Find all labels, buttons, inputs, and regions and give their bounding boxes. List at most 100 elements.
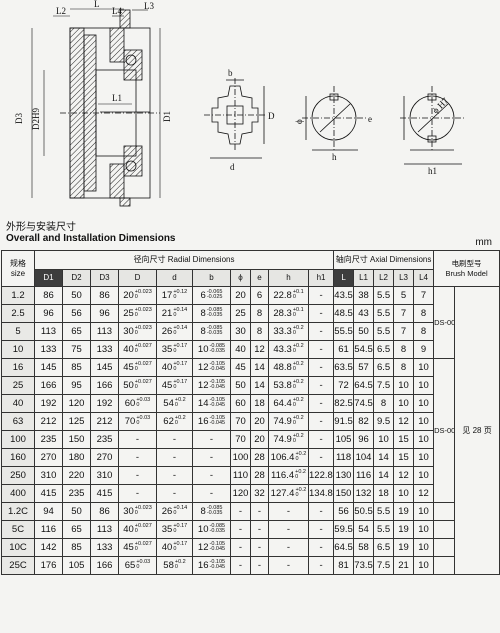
cell-value: - xyxy=(172,469,177,481)
value-cell: - xyxy=(156,430,193,449)
tolerance: -0.105-0.045 xyxy=(209,558,226,571)
size-cell: 5C xyxy=(1,520,35,539)
cell-value: - xyxy=(286,523,291,535)
value-cell: 5.5 xyxy=(373,322,395,341)
cell-value: 56 xyxy=(338,505,349,517)
cell-value: 212 xyxy=(40,415,57,427)
cell-value: - xyxy=(135,451,140,463)
value-cell: 270 xyxy=(90,448,119,467)
cell-value: 310 xyxy=(96,469,113,481)
value-cell: 235 xyxy=(34,430,63,449)
value-cell: 70 xyxy=(230,412,251,431)
cell-value: 235 xyxy=(68,487,85,499)
cell-value: 54 xyxy=(163,398,174,409)
value-cell: 415 xyxy=(90,484,119,503)
value-cell: 6.5 xyxy=(373,340,395,359)
cell-value: 8 xyxy=(420,307,427,319)
cell-value: - xyxy=(209,451,214,463)
cell-value: 96 xyxy=(358,433,369,445)
value-cell: 82.5 xyxy=(333,394,355,413)
value-cell: 125 xyxy=(62,412,91,431)
tolerance: -0.105-0.045 xyxy=(209,414,226,427)
cell-value: 192 xyxy=(40,397,57,409)
cell-value: 10C xyxy=(9,541,27,553)
value-cell: 113 xyxy=(34,322,63,341)
cell-value: 28 xyxy=(254,469,265,481)
value-cell: 105 xyxy=(333,430,355,449)
cell-value: - xyxy=(319,541,323,553)
cell-value: 20 xyxy=(123,290,134,301)
cell-value: 73.5 xyxy=(354,559,373,571)
cell-value: - xyxy=(238,523,243,535)
value-cell: 8 xyxy=(373,394,395,413)
value-cell: 310 xyxy=(34,466,63,485)
cell-value: 12 xyxy=(197,542,209,553)
cell-value: 2.5 xyxy=(11,307,25,319)
value-cell: - xyxy=(118,448,157,467)
cell-value: 415 xyxy=(40,487,57,499)
cell-value: - xyxy=(135,469,140,481)
value-cell: - xyxy=(156,484,193,503)
value-cell: 12 xyxy=(250,340,269,359)
size-cell: 160 xyxy=(1,448,35,467)
cell-value: - xyxy=(257,523,262,535)
tolerance: -0.085-0.035 xyxy=(206,306,223,319)
value-cell: 28 xyxy=(250,466,269,485)
dim-label-L3: L3 xyxy=(144,1,154,11)
value-cell: 8 xyxy=(393,358,415,377)
cell-value: 10 xyxy=(378,433,389,445)
value-cell: 7.5 xyxy=(373,376,395,395)
cell-value: 5.5 xyxy=(376,307,391,319)
cell-value: 35 xyxy=(161,344,173,355)
size-cell: 400 xyxy=(1,484,35,503)
value-cell: 6.5 xyxy=(373,538,395,557)
cell-value: 74.5 xyxy=(354,397,373,409)
size-cell: 40 xyxy=(1,394,35,413)
cell-value: 14 xyxy=(254,361,265,373)
cell-value: 145 xyxy=(96,361,113,373)
cell-value: - xyxy=(319,433,323,445)
cell-value: 113 xyxy=(96,325,113,337)
cell-value: 10 xyxy=(398,487,409,499)
cell-value: - xyxy=(257,559,262,571)
value-cell: 65 xyxy=(62,322,91,341)
cell-value: - xyxy=(238,559,243,571)
cell-value: - xyxy=(319,307,323,319)
value-cell: 10 xyxy=(413,502,435,521)
cell-value: 32 xyxy=(254,487,265,499)
cell-value: 10 xyxy=(418,469,429,481)
cell-value: 94 xyxy=(43,505,54,517)
col-header-4: d xyxy=(156,269,193,287)
cell-value: 20 xyxy=(235,289,246,301)
value-cell: 82 xyxy=(353,412,375,431)
cell-value: 160 xyxy=(10,451,26,463)
value-cell: 43 xyxy=(353,304,375,323)
cell-value: - xyxy=(257,541,262,553)
cell-value: 8 xyxy=(256,307,263,319)
brush-header-cn: 电刷型号 xyxy=(451,258,482,268)
cell-value: 15 xyxy=(398,433,409,445)
cell-value: 7 xyxy=(420,289,427,301)
dim-label-L1: L1 xyxy=(112,93,122,103)
value-cell: 50.5 xyxy=(353,502,375,521)
value-cell: - xyxy=(118,466,157,485)
value-cell: - xyxy=(230,538,251,557)
size-cell: 100 xyxy=(1,430,35,449)
cell-value: 400 xyxy=(10,487,26,499)
value-cell: 8-0.085-0.035 xyxy=(192,304,231,323)
cell-value: 132 xyxy=(355,487,372,499)
